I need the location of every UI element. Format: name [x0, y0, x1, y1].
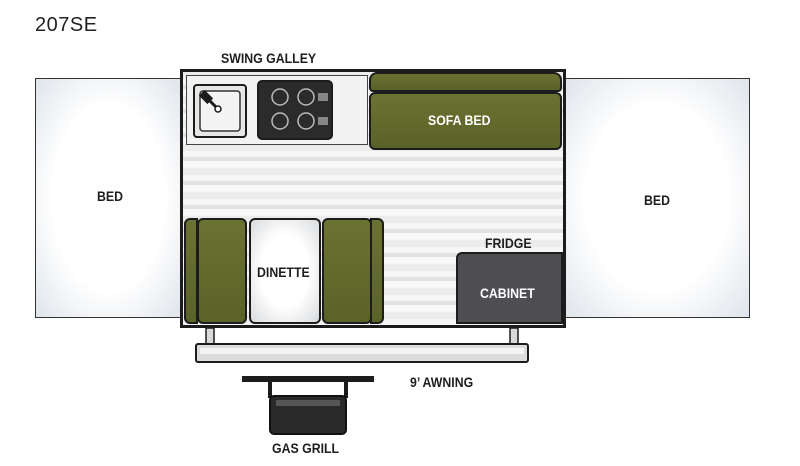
- dinette-seat-left-back: [184, 218, 198, 324]
- bed-left-label: BED: [97, 188, 124, 204]
- model-title: 207SE: [35, 14, 98, 36]
- sofa-bed-back: [369, 72, 562, 92]
- gas-grill: [242, 376, 374, 435]
- dinette-seat-left: [197, 218, 247, 324]
- fridge-label: FRIDGE: [485, 235, 532, 251]
- dinette-label: DINETTE: [257, 264, 310, 280]
- galley-fixtures: [193, 80, 333, 140]
- sofa-bed-label: SOFA BED: [428, 112, 491, 128]
- dinette-table: [249, 218, 321, 324]
- awning-label: 9’ AWNING: [410, 374, 474, 390]
- bed-left: [35, 78, 182, 318]
- awning: [195, 327, 529, 363]
- sofa-bed: [369, 92, 562, 150]
- dinette-seat-right-back: [370, 218, 384, 324]
- bed-right: [564, 78, 750, 318]
- cabinet: [456, 252, 563, 324]
- bed-right-label: BED: [644, 192, 671, 208]
- stove-icon: [257, 80, 333, 140]
- cabinet-label: CABINET: [480, 285, 535, 301]
- dinette-seat-right: [322, 218, 372, 324]
- gas-grill-label: GAS GRILL: [272, 440, 340, 456]
- sink-icon: [193, 84, 247, 138]
- swing-galley-label: SWING GALLEY: [221, 50, 317, 66]
